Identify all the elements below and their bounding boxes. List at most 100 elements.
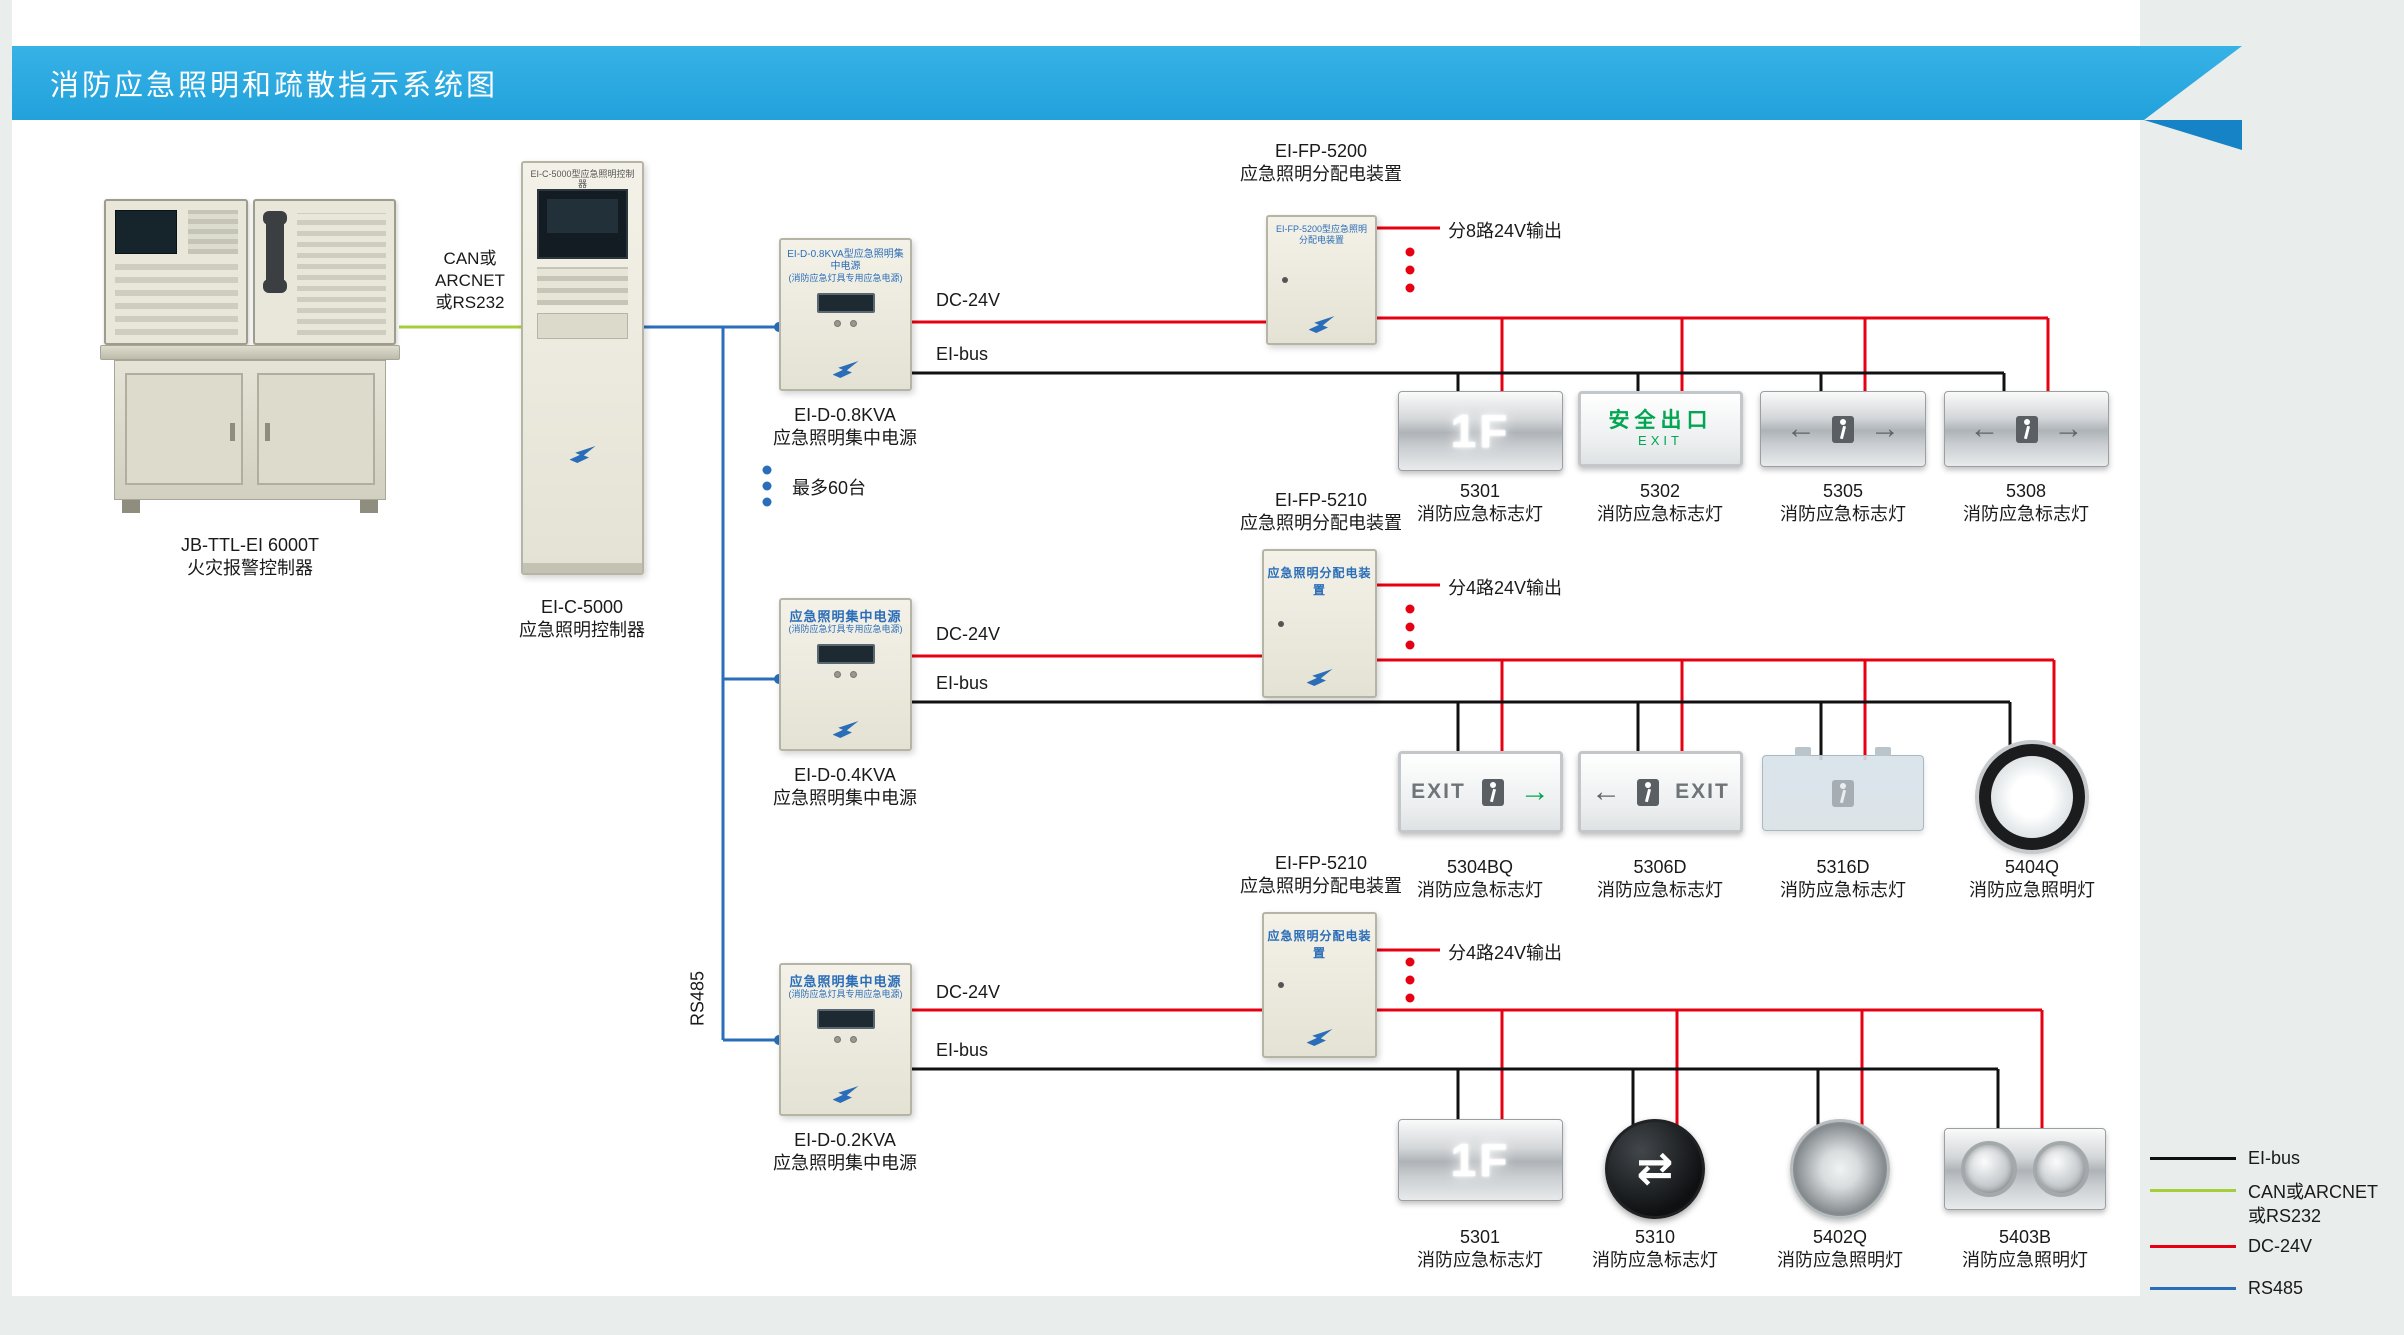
exit-sign-5316d: [1762, 747, 1924, 831]
arrow-left-icon: ←: [1591, 775, 1622, 808]
exit-sign-5305: ← →: [1760, 391, 1926, 467]
running-man-icon: [1832, 779, 1854, 807]
psu-button: [834, 320, 841, 327]
sign-face-text: EXIT: [1411, 780, 1466, 803]
psu-lcd-display: [816, 644, 875, 664]
rs485-label: RS485: [687, 970, 708, 1027]
exit-sign-5304bq: EXIT →: [1398, 751, 1563, 833]
lighting-controller-cabinet: EI-C-5000型应急照明控制器: [521, 161, 644, 575]
fp3-caption: EI-FP-5210 应急照明分配电装置: [1240, 852, 1402, 898]
console-panels: [104, 199, 396, 345]
legend-line-green: [2150, 1189, 2236, 1192]
brand-logo-icon: [832, 721, 859, 738]
title-banner: 消防应急照明和疏散指示系统图: [12, 46, 2242, 120]
fp2-output-label: 分4路24V输出: [1448, 578, 1563, 598]
psu-panel-text: 应急照明集中电源: [789, 974, 902, 989]
fp-indicator-dot: [1282, 277, 1288, 284]
arrow-right-icon: →: [1870, 412, 1900, 445]
fp3-output-label: 分4路24V输出: [1448, 943, 1563, 963]
fp1-model: EI-FP-5200: [1274, 141, 1368, 161]
psu2-name: 应急照明集中电源: [773, 788, 917, 808]
exit-sign-5301-row1: 1F: [1398, 391, 1563, 471]
fp3-model: EI-FP-5210: [1274, 853, 1368, 873]
running-man-icon: [1832, 415, 1854, 443]
psu3-model: EI-D-0.2KVA: [794, 1130, 896, 1150]
console-model: JB-TTL-EI 6000T: [180, 535, 320, 555]
console-right-panel: [252, 199, 396, 345]
console-caption: JB-TTL-EI 6000T 火灾报警控制器: [181, 534, 319, 580]
exit-sign-5308: ← →: [1944, 391, 2109, 467]
exit-sign-5301-row3: 1F: [1398, 1119, 1563, 1201]
hanger-tab: [1875, 747, 1891, 756]
psu-button: [834, 1036, 841, 1043]
arrow-right-icon: →: [2053, 412, 2084, 445]
legend-item-rs485: RS485: [2150, 1276, 2303, 1300]
psu-panel-text: 应急照明集中电源: [789, 609, 902, 624]
console-button-grid: [187, 210, 238, 254]
exit-sign-5302: 安全出口 EXIT: [1578, 391, 1743, 467]
console-left-panel: [104, 199, 248, 345]
output-branch-dots: [1405, 247, 1415, 1003]
eibus-label: EI-bus: [936, 1040, 989, 1060]
psu-button: [850, 671, 857, 678]
page-title: 消防应急照明和疏散指示系统图: [50, 70, 499, 102]
distribution-box-fp5200: EI-FP-5200型应急照明分配电装置: [1266, 215, 1377, 345]
console-door-right: [257, 373, 375, 485]
expansion-dots: [762, 465, 772, 507]
legend-item-can-arcnet: CAN或ARCNET 或RS232: [2150, 1180, 2378, 1228]
legend-line-black: [2150, 1156, 2236, 1160]
can-arcnet-label: CAN或 ARCNET 或RS232: [435, 249, 505, 312]
cabinet-keypad: [537, 313, 628, 339]
rs485-wires: [644, 322, 784, 1045]
psu2-caption: EI-D-0.4KVA 应急照明集中电源: [773, 764, 917, 810]
legend: EI-bus CAN或ARCNET 或RS232 DC-24V RS485: [2150, 1138, 2404, 1308]
exit-sign-5306d: ← EXIT: [1578, 751, 1743, 833]
psu1-model: EI-D-0.8KVA: [794, 405, 896, 425]
psu-button: [850, 1036, 857, 1043]
psu1-name: 应急照明集中电源: [773, 428, 917, 448]
psu-panel-subtext: (消防应急灯具专用应急电源): [788, 989, 903, 999]
legend-line-red: [2150, 1244, 2236, 1248]
fp-panel-text: 应急照明分配电装置: [1267, 566, 1372, 597]
legend-item-dc24v: DC-24V: [2150, 1234, 2312, 1258]
lamp-head: [2033, 1141, 2089, 1197]
cabinet-name: 应急照明控制器: [519, 620, 645, 640]
telephone-handset-icon: [262, 211, 287, 293]
fp2-caption: EI-FP-5210 应急照明分配电装置: [1240, 489, 1402, 535]
cabinet-panel-text: EI-C-5000型应急照明控制器: [530, 169, 635, 189]
psu-ei-d-02kva: 应急照明集中电源 (消防应急灯具专用应急电源): [779, 963, 912, 1116]
downlight-5402q: [1790, 1119, 1890, 1219]
distribution-box-fp5210-b: 应急照明分配电装置: [1262, 912, 1377, 1058]
psu-panel-text: EI-D-0.8KVA型应急照明集中电源: [787, 249, 904, 272]
psu-panel-subtext: (消防应急灯具专用应急电源): [788, 624, 903, 634]
cabinet-model: EI-C-5000: [540, 597, 624, 617]
console-foot: [122, 500, 140, 513]
console-foot: [360, 500, 378, 513]
console-cabinet: [114, 360, 386, 500]
arrow-left-icon: ←: [1969, 412, 2000, 445]
psu3-caption: EI-D-0.2KVA 应急照明集中电源: [773, 1129, 917, 1175]
cabinet-screen: [537, 189, 628, 259]
psu1-caption: EI-D-0.8KVA 应急照明集中电源: [773, 404, 917, 450]
eibus-label: EI-bus: [936, 673, 989, 693]
psu-ei-d-08kva: EI-D-0.8KVA型应急照明集中电源 (消防应急灯具专用应急电源): [779, 238, 912, 391]
console-control-rows: [296, 213, 386, 335]
eibus-label: EI-bus: [936, 344, 989, 364]
brand-logo-icon: [1306, 669, 1333, 686]
arrow-left-icon: ←: [1786, 412, 1816, 445]
console-name: 火灾报警控制器: [186, 558, 313, 578]
legend-item-eibus: EI-bus: [2150, 1146, 2300, 1170]
brand-logo-icon: [1306, 1029, 1333, 1046]
psu2-model: EI-D-0.4KVA: [794, 765, 896, 785]
sign-face-text: 1F: [1450, 405, 1511, 457]
brand-logo-icon: [569, 446, 596, 463]
dc24v-label: DC-24V: [936, 290, 1001, 310]
psu-lcd-display: [816, 1009, 875, 1029]
psu-button: [850, 320, 857, 327]
